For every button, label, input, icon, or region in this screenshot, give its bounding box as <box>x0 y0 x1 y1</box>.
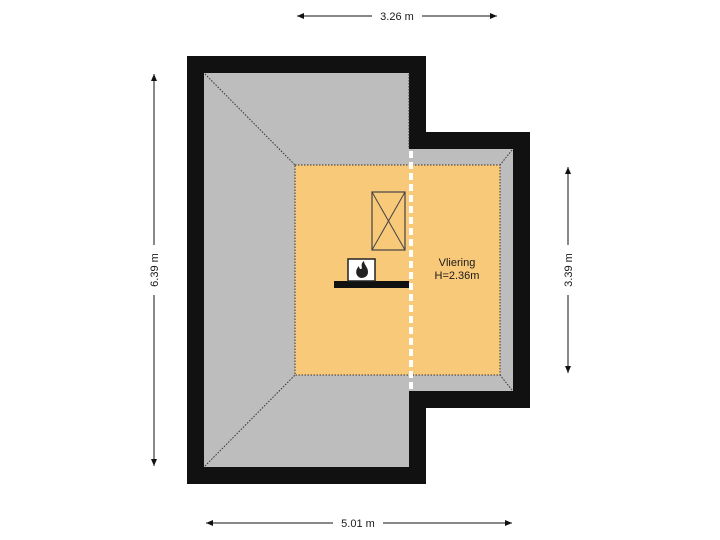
roof-hip-lines <box>204 73 513 467</box>
dimension-top: 3.26 m <box>297 8 497 24</box>
dimension-right-label: 3.39 m <box>563 253 575 287</box>
dimension-left: 6.39 m <box>146 74 162 466</box>
dimension-right: 3.39 m <box>560 167 576 373</box>
dimension-bottom-label: 5.01 m <box>341 518 375 530</box>
dimension-top-label: 3.26 m <box>380 11 414 23</box>
boiler-flame-icon <box>347 258 376 282</box>
attic-floor-area <box>294 164 501 376</box>
roof-hatch-icon <box>371 191 406 251</box>
room-name: Vliering <box>439 257 476 269</box>
dimension-left-label: 6.39 m <box>149 253 161 287</box>
room-height: H=2.36m <box>435 270 480 282</box>
dimension-bottom: 5.01 m <box>206 515 512 531</box>
counter-shelf <box>334 281 409 288</box>
